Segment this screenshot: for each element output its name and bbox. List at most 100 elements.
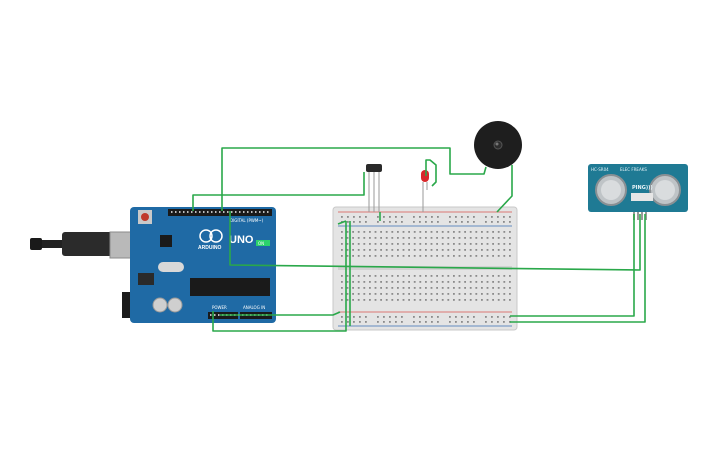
breadboard-hole[interactable] (380, 243, 382, 245)
breadboard-hole[interactable] (395, 321, 397, 323)
breadboard-hole[interactable] (503, 243, 506, 245)
breadboard-hole[interactable] (491, 221, 493, 223)
breadboard-hole[interactable] (497, 231, 500, 233)
breadboard-hole[interactable] (380, 255, 382, 257)
breadboard-hole[interactable] (419, 249, 422, 251)
digital-header-pin[interactable] (219, 211, 221, 213)
breadboard-hole[interactable] (486, 249, 489, 251)
breadboard-hole[interactable] (413, 281, 416, 283)
breadboard-hole[interactable] (441, 281, 444, 283)
breadboard-hole[interactable] (458, 243, 461, 245)
breadboard-hole[interactable] (391, 249, 394, 251)
breadboard-hole[interactable] (475, 243, 478, 245)
breadboard-hole[interactable] (377, 316, 379, 318)
breadboard-hole[interactable] (509, 221, 511, 223)
breadboard-hole[interactable] (425, 299, 427, 301)
breadboard-hole[interactable] (509, 255, 511, 257)
breadboard-hole[interactable] (341, 275, 343, 277)
breadboard-hole[interactable] (464, 243, 466, 245)
breadboard-hole[interactable] (475, 249, 478, 251)
breadboard-hole[interactable] (425, 243, 427, 245)
red-led[interactable] (421, 170, 429, 212)
breadboard-hole[interactable] (481, 249, 483, 251)
breadboard-hole[interactable] (408, 249, 410, 251)
breadboard-hole[interactable] (497, 287, 500, 289)
breadboard-hole[interactable] (346, 281, 349, 283)
breadboard-hole[interactable] (363, 255, 366, 257)
breadboard-hole[interactable] (467, 316, 469, 318)
breadboard-hole[interactable] (503, 299, 506, 301)
breadboard-hole[interactable] (346, 287, 349, 289)
breadboard-hole[interactable] (365, 216, 367, 218)
breadboard-hole[interactable] (408, 255, 410, 257)
breadboard-hole[interactable] (509, 216, 511, 218)
breadboard-hole[interactable] (419, 216, 421, 218)
breadboard-hole[interactable] (346, 299, 349, 301)
breadboard-hole[interactable] (461, 321, 463, 323)
breadboard-hole[interactable] (380, 281, 382, 283)
breadboard-hole[interactable] (441, 255, 444, 257)
breadboard-hole[interactable] (391, 281, 394, 283)
breadboard-hole[interactable] (363, 293, 366, 295)
breadboard-hole[interactable] (436, 287, 438, 289)
breadboard-hole[interactable] (385, 299, 388, 301)
breadboard-hole[interactable] (481, 299, 483, 301)
breadboard-hole[interactable] (369, 249, 371, 251)
breadboard-hole[interactable] (413, 287, 416, 289)
breadboard-hole[interactable] (458, 255, 461, 257)
breadboard-hole[interactable] (402, 249, 405, 251)
breadboard-hole[interactable] (402, 243, 405, 245)
breadboard-hole[interactable] (473, 321, 475, 323)
breadboard-hole[interactable] (363, 249, 366, 251)
breadboard-hole[interactable] (374, 255, 377, 257)
breadboard-hole[interactable] (363, 287, 366, 289)
arduino-uno-board[interactable]: DIGITAL (PWM~) ARDUINO UNO ON POWER ANAL… (30, 207, 276, 323)
breadboard-hole[interactable] (447, 231, 450, 233)
breadboard-hole[interactable] (385, 275, 388, 277)
breadboard-hole[interactable] (453, 287, 455, 289)
breadboard-hole[interactable] (486, 237, 489, 239)
breadboard-hole[interactable] (413, 249, 416, 251)
breadboard-hole[interactable] (458, 293, 461, 295)
breadboard-hole[interactable] (481, 275, 483, 277)
breadboard-hole[interactable] (437, 316, 439, 318)
breadboard-hole[interactable] (357, 237, 360, 239)
breadboard-hole[interactable] (385, 281, 388, 283)
breadboard-hole[interactable] (369, 255, 371, 257)
breadboard-hole[interactable] (391, 299, 394, 301)
digital-header-pin[interactable] (211, 211, 213, 213)
breadboard-hole[interactable] (436, 243, 438, 245)
breadboard-hole[interactable] (357, 299, 360, 301)
breadboard-hole[interactable] (397, 293, 399, 295)
breadboard-hole[interactable] (369, 299, 371, 301)
breadboard-hole[interactable] (492, 287, 494, 289)
breadboard-hole[interactable] (359, 221, 361, 223)
breadboard-hole[interactable] (486, 231, 489, 233)
breadboard-hole[interactable] (341, 255, 343, 257)
breadboard-hole[interactable] (481, 237, 483, 239)
breadboard-hole[interactable] (425, 255, 427, 257)
breadboard-hole[interactable] (346, 275, 349, 277)
digital-header-pin[interactable] (235, 211, 237, 213)
digital-header-pin[interactable] (215, 211, 217, 213)
wires[interactable] (192, 147, 646, 332)
breadboard-holes[interactable] (341, 216, 511, 323)
breadboard-hole[interactable] (380, 237, 382, 239)
breadboard-hole[interactable] (436, 293, 438, 295)
digital-header-pin[interactable] (195, 211, 197, 213)
breadboard-hole[interactable] (437, 321, 439, 323)
breadboard-hole[interactable] (385, 255, 388, 257)
breadboard-hole[interactable] (357, 255, 360, 257)
breadboard-hole[interactable] (419, 293, 422, 295)
breadboard-hole[interactable] (380, 299, 382, 301)
digital-header-pin[interactable] (171, 211, 173, 213)
wire-power-to-rail[interactable] (220, 311, 341, 316)
breadboard-hole[interactable] (353, 221, 355, 223)
breadboard-hole[interactable] (352, 293, 354, 295)
breadboard-hole[interactable] (497, 321, 499, 323)
breadboard-hole[interactable] (497, 249, 500, 251)
breadboard-hole[interactable] (391, 275, 394, 277)
breadboard-hole[interactable] (469, 287, 472, 289)
breadboard-hole[interactable] (353, 216, 355, 218)
wire-rail-to-sensor-gnd[interactable] (510, 214, 646, 323)
